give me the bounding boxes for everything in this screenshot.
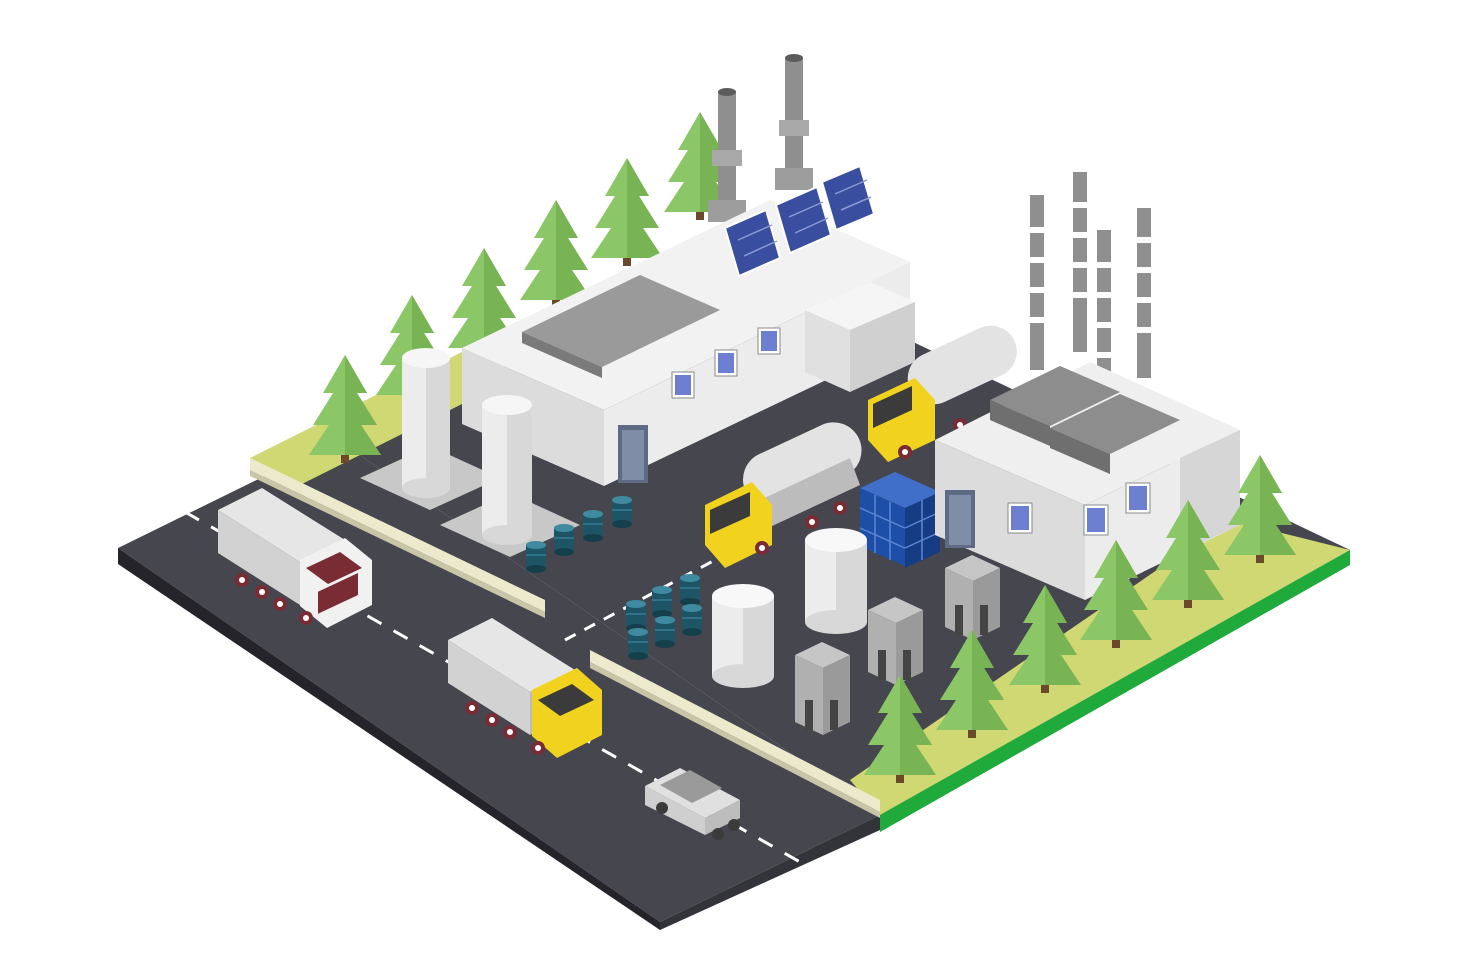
ibc-container-stack bbox=[859, 472, 941, 568]
sidewalk-lower bbox=[590, 650, 880, 812]
box-truck-maroon bbox=[218, 488, 372, 628]
yard-lane-line bbox=[564, 550, 731, 642]
factory-windows bbox=[671, 327, 781, 399]
roof-monitor bbox=[522, 275, 720, 367]
roof-block-1 bbox=[990, 366, 1120, 426]
sidewalk-upper bbox=[250, 458, 545, 612]
box-truck-yellow bbox=[448, 618, 602, 758]
hopper-units bbox=[795, 555, 1000, 735]
factory-front-wall bbox=[462, 348, 604, 486]
chimney-cluster bbox=[1030, 172, 1151, 400]
roof-block-2 bbox=[1050, 394, 1180, 454]
chimney-pair bbox=[708, 54, 813, 222]
solar-panels bbox=[723, 164, 876, 278]
main-factory bbox=[462, 54, 915, 486]
tanker-truck-back bbox=[868, 325, 1017, 462]
grass-right bbox=[850, 520, 1350, 815]
white-tanks bbox=[712, 528, 867, 688]
storage-silos bbox=[360, 348, 580, 557]
road-side bbox=[118, 548, 660, 930]
grass-edge bbox=[880, 550, 1350, 832]
second-factory bbox=[935, 172, 1240, 600]
tanker-truck-front bbox=[705, 422, 862, 568]
suv-car bbox=[645, 768, 740, 840]
